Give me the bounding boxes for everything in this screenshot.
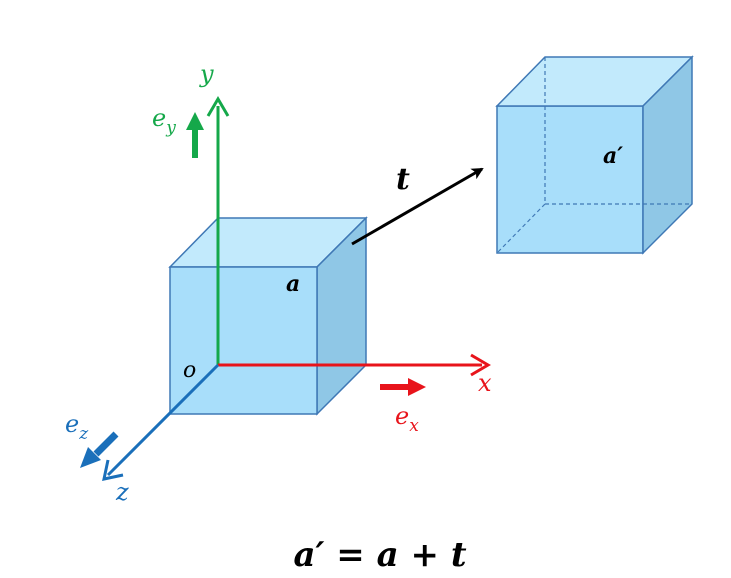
z-axis-label: z (115, 478, 129, 506)
x-axis (218, 353, 491, 377)
z-axis (102, 363, 220, 481)
ex-unit-arrow (380, 378, 426, 396)
translated-cube-label: a′ (603, 143, 623, 169)
translation-label: t (396, 162, 410, 197)
ez-label: ez (65, 410, 89, 444)
y-axis-label: y (199, 60, 214, 88)
translated-cube-hidden-edge (496, 203, 546, 254)
ey-unit-arrow (186, 112, 204, 158)
equation: a′ = a + t (293, 535, 466, 575)
translated-cube (495, 55, 694, 255)
ez-unit-arrow (80, 431, 119, 468)
ey-label: ey (152, 104, 176, 138)
translation-arrow (351, 167, 484, 246)
origin-label: o (183, 358, 196, 383)
y-axis (206, 96, 230, 365)
x-axis-label: x (478, 369, 492, 397)
original-cube-label: a (286, 271, 300, 297)
ex-label: ex (395, 402, 419, 436)
